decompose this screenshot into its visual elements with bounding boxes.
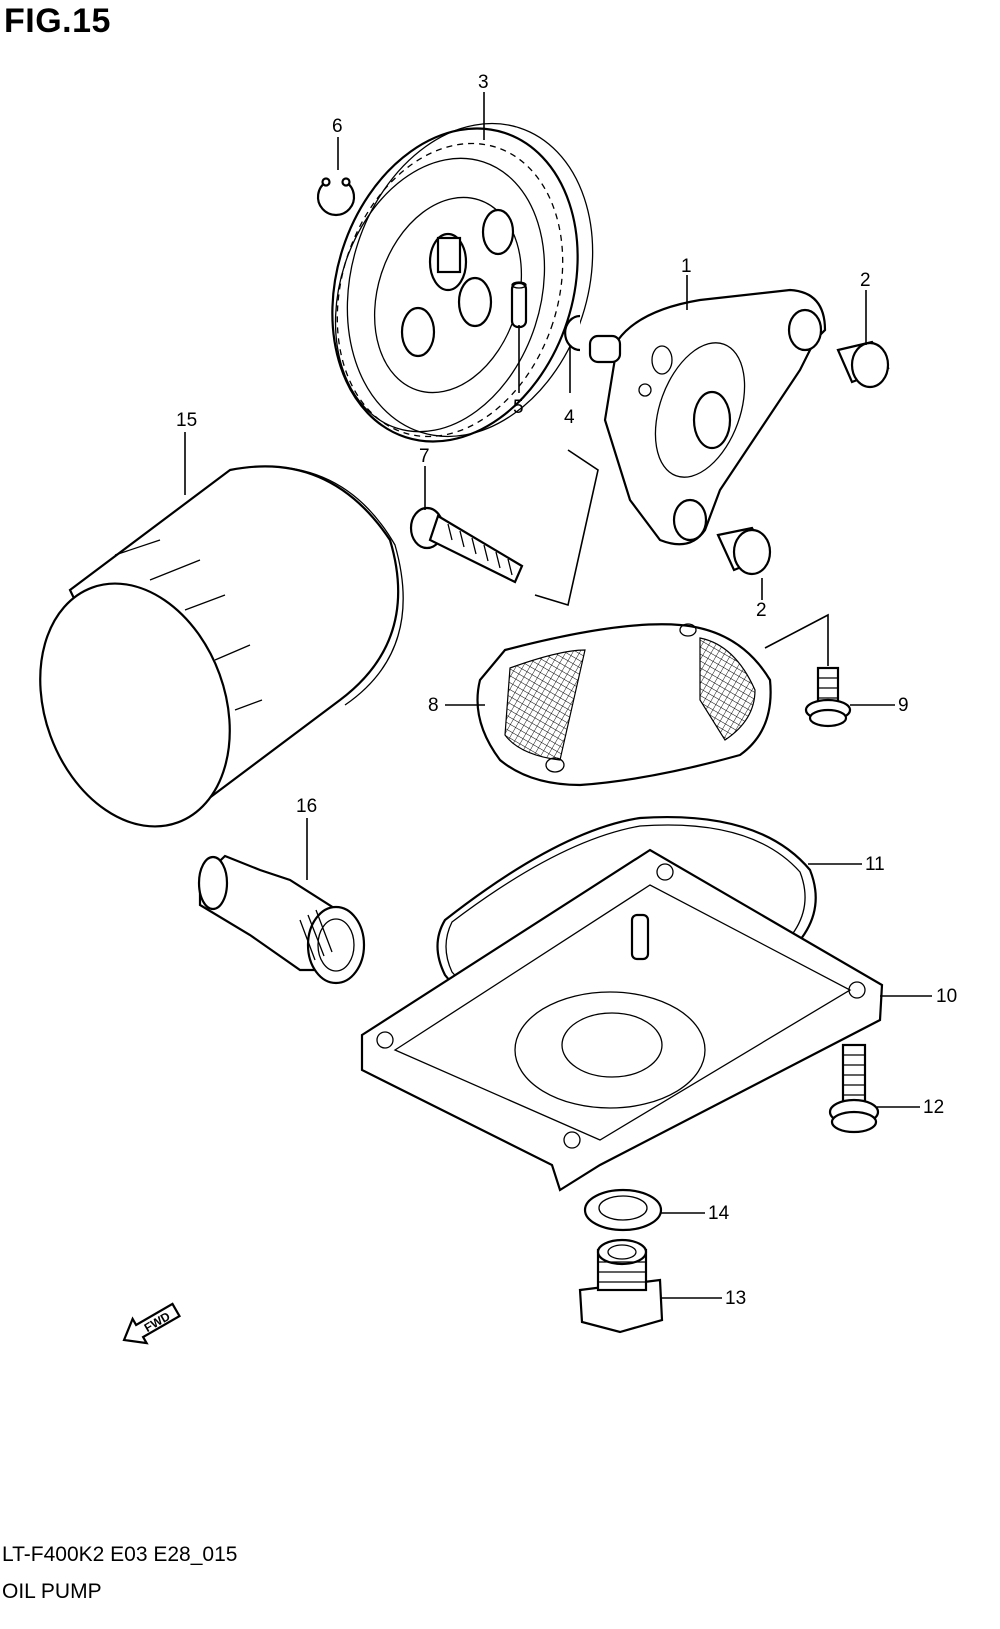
dowel-pin-upper xyxy=(836,340,890,389)
figure-code: LT-F400K2 E03 E28_015 xyxy=(2,1543,238,1566)
drain-plug-gasket xyxy=(583,1188,663,1232)
oil-pan-cover xyxy=(360,848,884,1192)
callout-7: 7 xyxy=(419,446,430,467)
callout-3: 3 xyxy=(478,72,489,93)
callout-5: 5 xyxy=(513,397,524,418)
callout-12: 12 xyxy=(923,1097,944,1118)
strainer-bolt xyxy=(804,666,852,728)
callout-10: 10 xyxy=(936,986,957,1007)
e-clip xyxy=(564,314,581,352)
callout-9: 9 xyxy=(898,695,909,716)
oil-pump-driven-gear xyxy=(331,122,594,443)
forward-direction-arrow: FWD xyxy=(122,1302,181,1345)
callout-8: 8 xyxy=(428,695,439,716)
oil-pressure-switch xyxy=(197,854,366,985)
callout-15: 15 xyxy=(176,410,197,431)
oil-pump-assembly xyxy=(588,288,827,546)
oil-strainer xyxy=(476,623,772,787)
leader-lines xyxy=(184,92,932,1299)
drain-plug xyxy=(578,1238,664,1334)
figure-name: OIL PUMP xyxy=(2,1580,102,1603)
callout-6: 6 xyxy=(332,116,343,137)
circlip xyxy=(316,177,356,217)
callout-4: 4 xyxy=(564,407,575,428)
callout-1: 1 xyxy=(681,256,692,277)
callout-16: 16 xyxy=(296,796,317,817)
cover-bolt xyxy=(828,1043,880,1134)
pump-pin xyxy=(510,281,528,329)
callout-14: 14 xyxy=(708,1203,730,1224)
figure-title: FIG.15 xyxy=(4,2,111,40)
callout-2-lower: 2 xyxy=(756,600,767,621)
callout-2-upper: 2 xyxy=(860,270,871,291)
pump-mounting-bolt xyxy=(409,506,524,584)
dowel-pin-lower xyxy=(716,526,772,576)
callout-13: 13 xyxy=(725,1288,746,1309)
callout-11: 11 xyxy=(865,854,885,875)
oil-filter xyxy=(39,465,404,828)
